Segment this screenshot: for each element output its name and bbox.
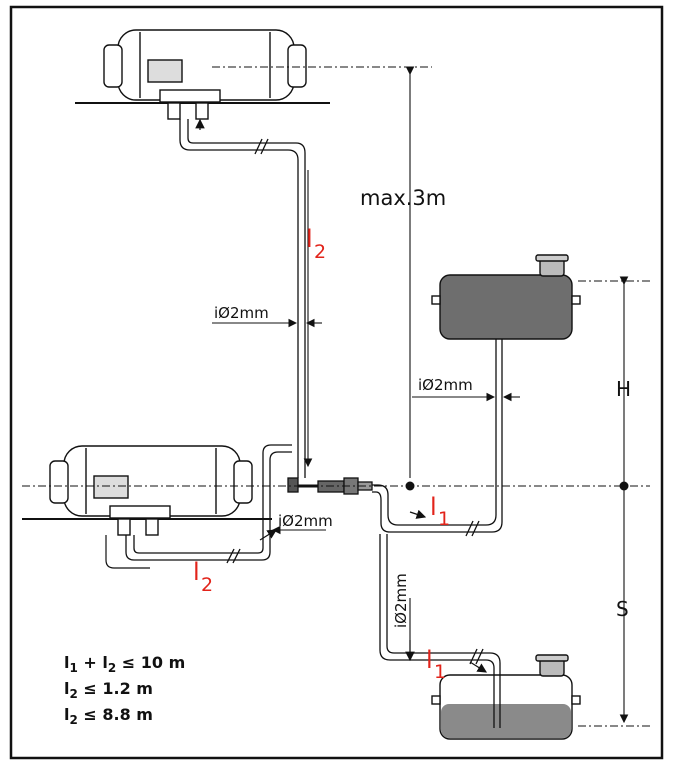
svg-text:1: 1 <box>434 661 446 683</box>
svg-text:2: 2 <box>314 241 326 263</box>
fuel-pipes <box>125 119 503 728</box>
svg-text:l: l <box>430 493 437 521</box>
suction-s-label: S <box>616 597 629 621</box>
legend-line-1: l1 + l2 ≤ 10 m <box>64 653 185 675</box>
dimension-lines <box>212 66 629 724</box>
svg-text:l: l <box>306 225 313 253</box>
svg-text:l: l <box>426 646 433 674</box>
label-l1-upper: l 1 <box>430 493 450 530</box>
diagram-frame <box>9 5 664 760</box>
inner-diameter-label-tank: iØ2mm <box>418 376 473 394</box>
label-l1-lower: l 1 <box>426 646 446 683</box>
svg-text:l: l <box>193 558 200 586</box>
tank-upper <box>431 254 581 340</box>
max-height-label: max.3m <box>360 186 446 210</box>
reference-dots <box>405 481 629 491</box>
heater-top <box>75 29 330 120</box>
inner-diameter-label-top: iØ2mm <box>214 304 269 322</box>
label-l2-upper: l 2 <box>306 225 326 263</box>
inner-diameter-label-heater: iØ2mm <box>278 512 333 530</box>
legend: l1 + l2 ≤ 10 m l2 ≤ 1.2 m l2 ≤ 8.8 m <box>64 653 185 727</box>
svg-text:1: 1 <box>438 508 450 530</box>
height-h-label: H <box>616 377 631 401</box>
pipe-break-marks <box>226 138 484 665</box>
heater-middle <box>22 445 272 536</box>
svg-text:2: 2 <box>201 574 213 596</box>
inner-diameter-label-vertical: iØ2mm <box>392 573 410 628</box>
legend-line-2: l2 ≤ 1.2 m <box>64 679 153 701</box>
label-l2-lower: l 2 <box>193 558 213 596</box>
legend-line-3: l2 ≤ 8.8 m <box>64 705 153 727</box>
tank-lower <box>431 654 581 740</box>
